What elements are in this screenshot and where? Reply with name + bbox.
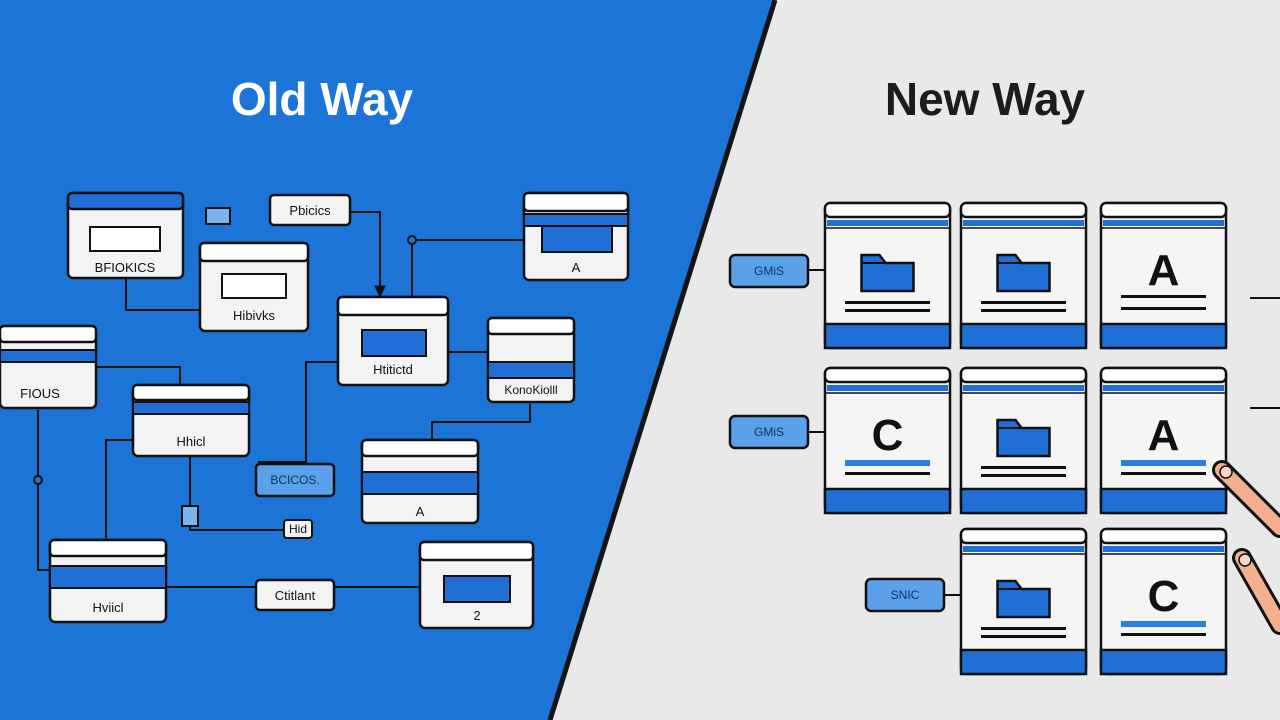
tag-label: Ctitlant [275,588,316,603]
box-label: KonoKiolll [504,383,557,397]
grid-card: A [1099,366,1228,515]
tag-label: BCICOS. [270,473,319,487]
box-label: 2 [473,608,480,623]
old-box: KonoKiolll [486,316,576,404]
old-tag: Hid [283,519,313,539]
pointing-hand-icon [1212,460,1280,635]
folder-icon [996,253,1051,293]
box-label: BFIOKICS [95,260,156,275]
box-label: FIOUS [20,386,60,401]
old-way-title: Old Way [231,73,414,125]
connector [105,439,133,538]
folder-icon [996,418,1051,458]
old-box: FIOUS [0,324,98,410]
new-way-row-tags: GMiS GMiS SNIC [728,253,1280,613]
divider-line [547,0,778,720]
old-way-connectors [37,211,531,588]
connector-node [33,475,43,485]
box-label: Htitictd [373,362,413,377]
old-box: Htitictd [336,295,450,387]
old-tag: Ctitlant [254,578,336,612]
grid-card-letter: A [1148,411,1180,460]
old-tag: Pbicics [268,193,352,227]
old-box: A [522,191,630,282]
row-tag-label: SNIC [891,588,920,602]
folder-icon [860,253,915,293]
tag-label: Pbicics [289,203,331,218]
connector [96,366,181,385]
connector-node [205,207,231,225]
connector [350,211,386,298]
connector [431,404,531,440]
grid-card: A [1099,201,1228,350]
connector [189,456,284,531]
tag-label: Hid [289,522,307,536]
grid-card: C [823,366,952,515]
old-way-glyphs [33,207,417,527]
old-tag: BCICOS. [254,462,336,498]
grid-card: C [1099,527,1228,676]
box-label: Hviicl [92,600,123,615]
grid-card-letter: C [872,411,904,460]
row-tag [728,414,810,450]
old-box: 2 [418,540,535,630]
old-box: Hviicl [48,538,168,624]
new-way-grid: A C A C [823,201,1228,676]
old-box: A [360,438,480,525]
grid-card [823,201,952,350]
connector [125,278,200,311]
grid-card-letter: A [1148,246,1180,295]
row-tag [728,253,810,289]
grid-card [959,201,1088,350]
row-tag-label: GMiS [754,425,784,439]
new-way-title: New Way [885,73,1086,125]
grid-card [959,527,1088,676]
box-label: Hibivks [233,308,275,323]
connector-node [181,505,199,527]
folder-icon [996,579,1051,619]
box-label: Hhicl [177,434,206,449]
box-label: A [572,260,581,275]
row-tag-label: GMiS [754,264,784,278]
grid-card-letter: C [1148,572,1180,621]
old-box: Hhicl [131,383,251,458]
old-box: Hibivks [198,241,310,333]
connector [258,361,338,463]
grid-card [959,366,1088,515]
row-tag [864,577,946,613]
connector [37,410,50,571]
connector-node [407,235,417,245]
box-label: A [416,504,425,519]
old-box: BFIOKICS [66,191,185,280]
